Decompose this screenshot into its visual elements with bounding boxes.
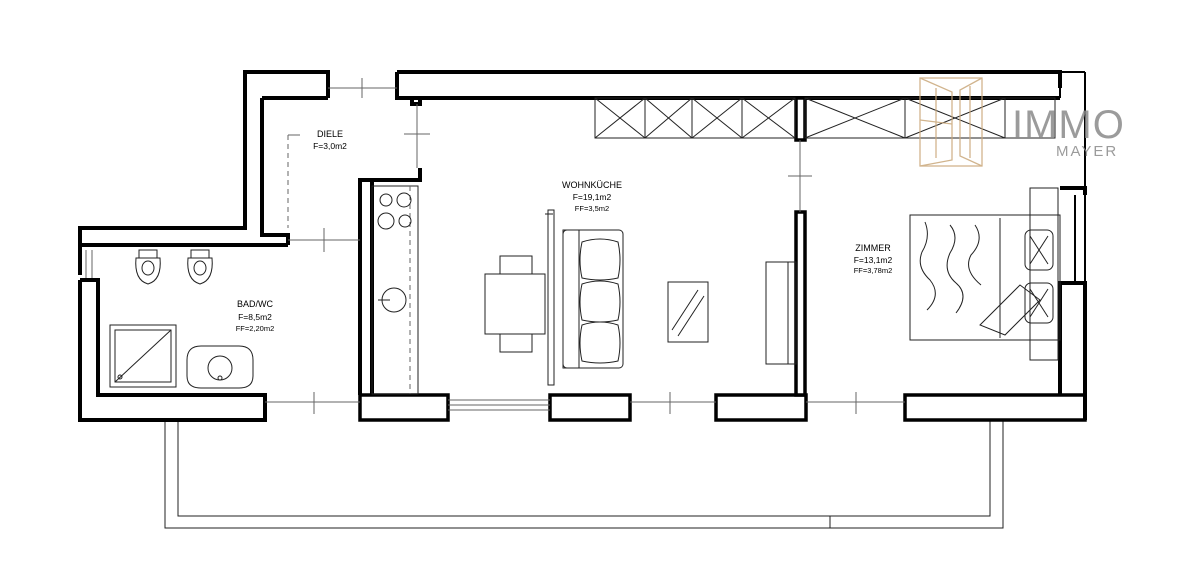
openings — [85, 78, 905, 414]
room-area-wohnkueche: F=19,1m2 — [573, 192, 612, 202]
room-ff-zimmer: FF=3,78m2 — [854, 266, 893, 275]
wardrobe — [594, 97, 1056, 139]
coffee-table — [667, 281, 709, 343]
room-name-bad: BAD/WC — [237, 299, 274, 309]
dining-table — [484, 209, 555, 386]
sofa — [562, 229, 624, 369]
room-name-diele: DIELE — [317, 129, 343, 139]
tv-unit — [765, 261, 797, 365]
room-ff-bad: FF=2,20m2 — [236, 324, 275, 333]
logo: IMMO MAYER — [919, 77, 1125, 167]
room-ff-wohnkueche: FF=3,5m2 — [575, 204, 609, 213]
room-name-zimmer: ZIMMER — [855, 243, 891, 253]
kitchen-counter — [371, 185, 419, 395]
bathroom-fixtures — [109, 249, 254, 389]
room-name-wohnkueche: WOHNKÜCHE — [562, 180, 622, 190]
logo-sub: MAYER — [1056, 143, 1118, 160]
room-area-bad: F=8,5m2 — [238, 312, 272, 322]
room-area-diele: F=3,0m2 — [313, 141, 347, 151]
bidet-icon — [135, 249, 161, 285]
bed — [909, 187, 1061, 361]
toilet-icon — [187, 249, 213, 285]
shower-icon — [109, 324, 177, 388]
sink-icon — [186, 345, 254, 389]
logo-brand: IMMO — [1012, 103, 1125, 147]
window-frame-icon — [919, 77, 983, 167]
room-area-zimmer: F=13,1m2 — [854, 255, 893, 265]
room-labels: DIELE F=3,0m2 WOHNKÜCHE F=19,1m2 FF=3,5m… — [236, 129, 893, 333]
balcony — [164, 420, 1004, 529]
